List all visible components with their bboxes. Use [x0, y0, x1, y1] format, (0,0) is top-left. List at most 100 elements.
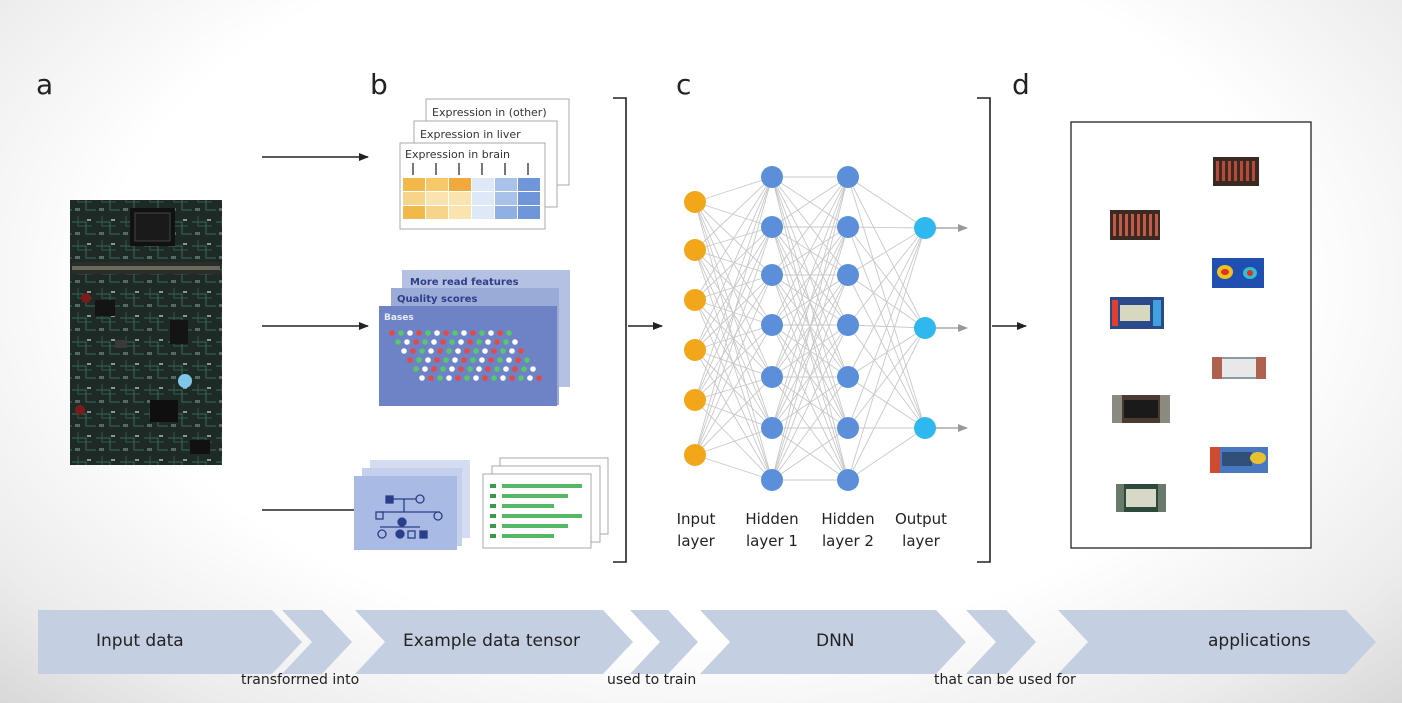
- hidden1-node: [761, 166, 783, 188]
- base-mark: [389, 330, 395, 336]
- network-edge: [694, 349, 773, 378]
- base-mark: [428, 375, 434, 381]
- expression-cell: [449, 178, 471, 191]
- base-mark: [419, 375, 425, 381]
- expression-cell: [426, 178, 448, 191]
- base-mark: [464, 375, 470, 381]
- track-label-mark: [490, 524, 496, 528]
- applications-panel: [1070, 121, 1312, 549]
- base-mark: [476, 339, 482, 345]
- network-edge: [847, 324, 926, 329]
- base-mark: [437, 375, 443, 381]
- track-label-mark: [490, 534, 496, 538]
- base-mark: [401, 348, 407, 354]
- base-mark: [524, 357, 530, 363]
- network-edge: [847, 274, 926, 329]
- output-node: [914, 417, 936, 439]
- network-edge: [847, 376, 926, 429]
- pcb-board-image: [70, 200, 222, 465]
- track-bar: [502, 534, 554, 538]
- base-mark: [530, 366, 536, 372]
- expression-cell: [426, 192, 448, 205]
- input-node: [684, 339, 706, 361]
- network-edge: [847, 176, 926, 329]
- track-label-mark: [490, 494, 496, 498]
- track-bar: [502, 494, 568, 498]
- base-mark: [452, 357, 458, 363]
- base-mark: [494, 366, 500, 372]
- output-node: [914, 217, 936, 239]
- network-edge: [694, 376, 773, 456]
- expression-cell: [403, 192, 425, 205]
- track-bar: [502, 484, 582, 488]
- base-mark: [503, 339, 509, 345]
- network-edge: [771, 226, 849, 481]
- network-edge: [847, 227, 926, 326]
- base-mark: [419, 348, 425, 354]
- base-mark: [518, 375, 524, 381]
- network-edge: [847, 226, 926, 229]
- base-mark: [485, 366, 491, 372]
- base-mark: [497, 357, 503, 363]
- base-mark: [488, 330, 494, 336]
- network-edge: [694, 349, 773, 481]
- base-mark: [437, 348, 443, 354]
- base-mark: [461, 330, 467, 336]
- track-label-mark: [490, 484, 496, 488]
- base-mark: [416, 330, 422, 336]
- flow-step-applications: applications: [1208, 631, 1311, 651]
- base-mark: [470, 330, 476, 336]
- base-mark: [500, 375, 506, 381]
- base-mark: [509, 375, 515, 381]
- expression-cell: [426, 206, 448, 219]
- base-mark: [455, 375, 461, 381]
- hidden1-node: [761, 264, 783, 286]
- expression-cell: [472, 192, 494, 205]
- network-edge: [771, 274, 849, 326]
- track-bar: [502, 504, 554, 508]
- base-mark: [512, 339, 518, 345]
- network-edge: [694, 427, 773, 456]
- base-mark: [464, 348, 470, 354]
- network-edge: [694, 176, 773, 301]
- hidden2-node: [837, 469, 859, 491]
- heatmap-thumbnail: [1212, 258, 1264, 288]
- panel-label-a: a: [36, 68, 54, 101]
- hidden2-node: [837, 417, 859, 439]
- track-label-mark: [490, 514, 496, 518]
- network-edge: [694, 399, 773, 429]
- network-edge: [771, 376, 849, 481]
- base-mark: [431, 366, 437, 372]
- expression-cell: [472, 206, 494, 219]
- component-thumbnail: [1110, 210, 1160, 240]
- connector-transformed-into: transforrned into: [241, 672, 360, 688]
- base-mark: [536, 375, 542, 381]
- hidden2-node: [837, 166, 859, 188]
- network-edge: [771, 274, 849, 429]
- expression-card-title: Expression in (other): [432, 106, 547, 119]
- hidden1-node: [761, 469, 783, 491]
- network-edge: [694, 299, 773, 378]
- base-mark: [422, 339, 428, 345]
- network-edge: [694, 176, 773, 351]
- expression-cell: [518, 178, 540, 191]
- base-mark: [404, 339, 410, 345]
- base-mark: [422, 366, 428, 372]
- input-node: [684, 239, 706, 261]
- base-mark: [485, 339, 491, 345]
- expression-cell: [472, 178, 494, 191]
- heatmap-thumbnail: [1110, 297, 1164, 329]
- base-mark: [497, 330, 503, 336]
- network-edge: [694, 176, 773, 203]
- network-edge: [771, 176, 849, 481]
- flow-step-input-data: Input data: [96, 631, 184, 651]
- track-bar: [502, 514, 582, 518]
- expression-cell: [403, 178, 425, 191]
- neural-network: [684, 166, 968, 491]
- input-arrows: [262, 153, 369, 514]
- network-edge: [694, 454, 773, 481]
- base-mark: [506, 330, 512, 336]
- bracket-b: [613, 97, 663, 563]
- expression-card-title: Expression in brain: [405, 148, 510, 161]
